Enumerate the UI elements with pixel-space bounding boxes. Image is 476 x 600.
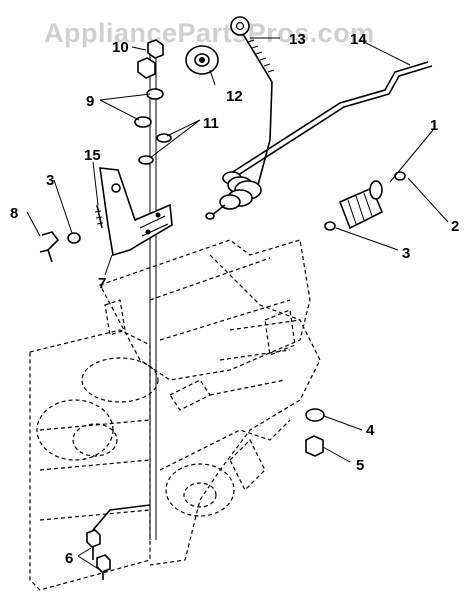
vertical-rod-stack [134, 39, 172, 540]
callout-7: 7 [98, 275, 106, 292]
lower-fasteners [305, 408, 325, 457]
callout-3-left: 3 [46, 172, 54, 189]
callout-1: 1 [430, 117, 438, 134]
callout-10: 10 [112, 39, 129, 56]
bolts [86, 504, 151, 580]
watermark-text: AppliancePartsPros.com [44, 18, 375, 48]
pin [94, 204, 104, 229]
callout-4: 4 [366, 422, 375, 439]
callout-8: 8 [10, 205, 18, 222]
leader-lines [26, 37, 449, 571]
callout-6: 6 [65, 550, 73, 567]
left-washer-clip [39, 231, 81, 263]
callout-5: 5 [356, 457, 364, 474]
spring-assembly [324, 171, 406, 231]
callout-13: 13 [289, 31, 306, 48]
callout-3-right: 3 [402, 245, 410, 262]
bracket [99, 167, 173, 257]
eyebolt [230, 16, 275, 186]
housing-frame [29, 239, 321, 591]
callout-labels: 10 9 11 12 13 14 1 2 3 15 3 8 7 4 5 6 [10, 31, 459, 567]
grommet [185, 45, 219, 75]
callout-14: 14 [350, 31, 367, 48]
callout-12: 12 [226, 88, 243, 105]
callout-2: 2 [451, 218, 459, 235]
callout-9: 9 [86, 93, 94, 110]
shift-rod [205, 61, 433, 220]
callout-11: 11 [203, 115, 219, 132]
callout-15: 15 [84, 147, 101, 164]
